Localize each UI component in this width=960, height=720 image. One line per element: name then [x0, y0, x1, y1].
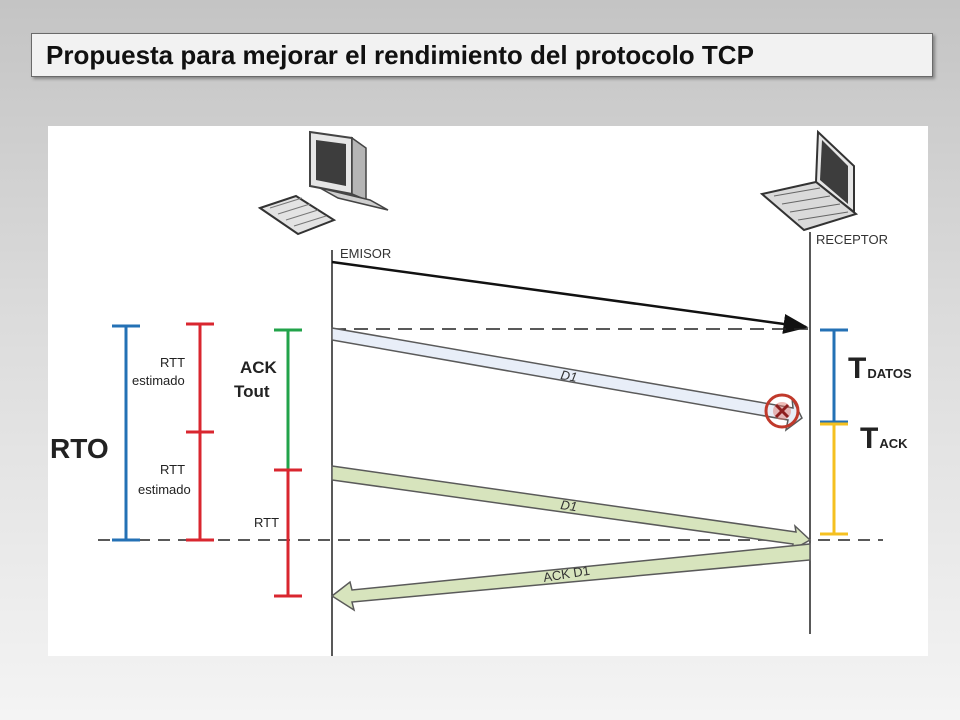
receiver-label: RECEPTOR	[816, 232, 888, 247]
rto-label: RTO	[50, 433, 109, 464]
ack-tout-line1: ACK	[240, 358, 278, 377]
ack-tout-line2: Tout	[234, 382, 270, 401]
d1-lost-packet-arrow	[331, 327, 803, 432]
ack-d1-arrow	[330, 543, 811, 612]
d1-first-label: D1	[559, 367, 578, 385]
rtt-estimated-1-line2: estimado	[132, 373, 185, 388]
diagram-panel: EMISOR RECEPTOR D1 D1 ACK D1 RTO	[48, 126, 928, 656]
title-box: Propuesta para mejorar el rendimiento de…	[31, 33, 933, 77]
t-datos-sub: DATOS	[867, 366, 912, 381]
x-circle-icon	[764, 393, 800, 429]
ack-d1-label: ACK D1	[542, 563, 591, 585]
t-datos-label: TDATOS	[848, 352, 912, 385]
rtt-estimated-2-line2: estimado	[138, 482, 191, 497]
initial-transmission-arrow	[331, 260, 809, 334]
sender-label: EMISOR	[340, 246, 391, 261]
sequence-diagram: EMISOR RECEPTOR D1 D1 ACK D1 RTO	[50, 129, 912, 656]
rto-bracket	[112, 324, 140, 542]
t-datos-bracket	[820, 328, 848, 424]
t-ack-sub: ACK	[879, 436, 908, 451]
laptop-icon	[759, 129, 859, 232]
t-datos-main: T	[848, 352, 866, 385]
rtt-estimated-1-line1: RTT	[160, 355, 185, 370]
t-ack-label: TACK	[860, 422, 908, 455]
t-ack-bracket	[820, 422, 848, 536]
rtt-bracket	[274, 468, 302, 598]
page-title: Propuesta para mejorar el rendimiento de…	[46, 40, 754, 70]
rtt-estimated-bracket	[186, 322, 214, 542]
rtt-label: RTT	[254, 515, 279, 530]
d1-second-label: D1	[560, 497, 579, 514]
ack-tout-bracket	[274, 328, 302, 470]
t-ack-main: T	[860, 422, 878, 455]
desktop-computer-icon	[257, 130, 389, 236]
rtt-estimated-2-line1: RTT	[160, 462, 185, 477]
